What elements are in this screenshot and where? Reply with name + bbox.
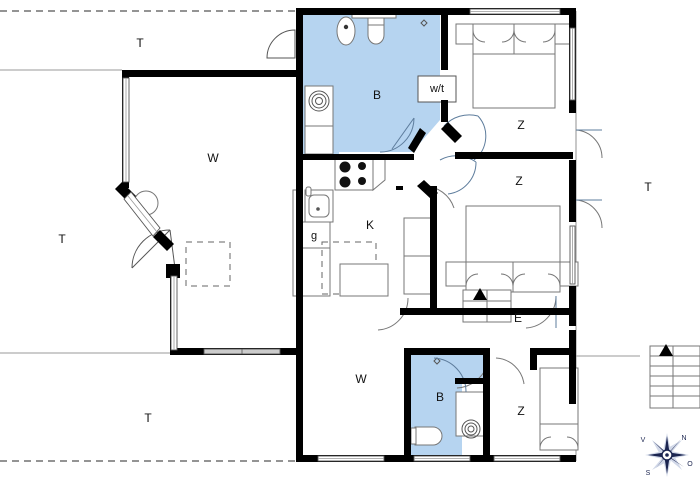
compass-label-south: S [646, 470, 651, 477]
fixture-labels: w/t g [311, 83, 444, 242]
window-bottom-bath [413, 455, 471, 462]
room-label-terrace-east: T [644, 180, 652, 194]
compass-label-north: N [681, 435, 686, 442]
room-label-living-upper: W [207, 151, 219, 165]
washer-dryer-box [417, 75, 457, 103]
window-west-living [122, 77, 130, 183]
kitchen-sink-icon [308, 194, 330, 218]
light-marker-bath-south [433, 357, 441, 365]
shower-drain-south-icon [461, 419, 481, 439]
window-north-bedroom [469, 8, 561, 15]
living-table-dashed [185, 241, 231, 287]
shower-tray-icon [304, 85, 334, 127]
room-label-bed-middle: Z [515, 174, 522, 188]
room-label-bed-north: Z [517, 118, 524, 132]
window-west-angled [123, 191, 161, 237]
room-label-terrace-west: T [58, 232, 66, 246]
kitchen-tap-icon [305, 186, 312, 197]
room-labels: T T T T W W K B B Z Z Z E [58, 36, 652, 425]
room-label-bed-south: Z [517, 404, 524, 418]
compass-label-east: O [687, 461, 693, 468]
window-west-lower [170, 275, 178, 351]
room-label-living-lower: W [355, 372, 367, 386]
room-label-bath-north: B [373, 88, 381, 102]
washer-dryer-label: w/t [429, 83, 444, 95]
room-label-kitchen: K [366, 218, 374, 232]
exterior-stairs-icon [649, 345, 700, 409]
window-bottom-living [317, 455, 385, 462]
windows [122, 8, 576, 462]
shower-drain-icon [308, 90, 330, 112]
shower-tray-south [455, 391, 487, 437]
room-label-entrance: E [514, 311, 522, 325]
compass-rose: N O S V [641, 433, 693, 477]
light-marker-bath-north [420, 19, 428, 27]
kitchen-island [339, 263, 389, 297]
exterior-stairs-arrow [659, 344, 673, 356]
compass-label-west: V [641, 437, 646, 444]
toilet-south-icon [414, 426, 443, 446]
nightstand-mid-left [445, 261, 467, 287]
toilet-south-cistern [410, 427, 417, 445]
interior-stairs-icon [462, 289, 512, 323]
window-east-bed2 [569, 225, 576, 285]
room-label-bath-south: B [436, 390, 444, 404]
bath-cabinet-icon [304, 125, 334, 155]
nightstand-north-left [455, 23, 474, 45]
window-east-bed1 [569, 27, 576, 101]
interior-stairs-arrow [473, 288, 487, 300]
sink-icon [336, 16, 356, 46]
toilet-icon [367, 24, 385, 45]
window-south-living [203, 348, 281, 355]
kitchen-counter-lower [299, 247, 331, 297]
bed-south-pillow [539, 423, 579, 451]
room-label-terrace-south: T [144, 411, 152, 425]
room-label-terrace-north: T [136, 36, 144, 50]
dishwasher-label: g [311, 230, 317, 242]
fixtures-linework [133, 12, 700, 451]
window-bottom-bedroom [493, 455, 561, 462]
